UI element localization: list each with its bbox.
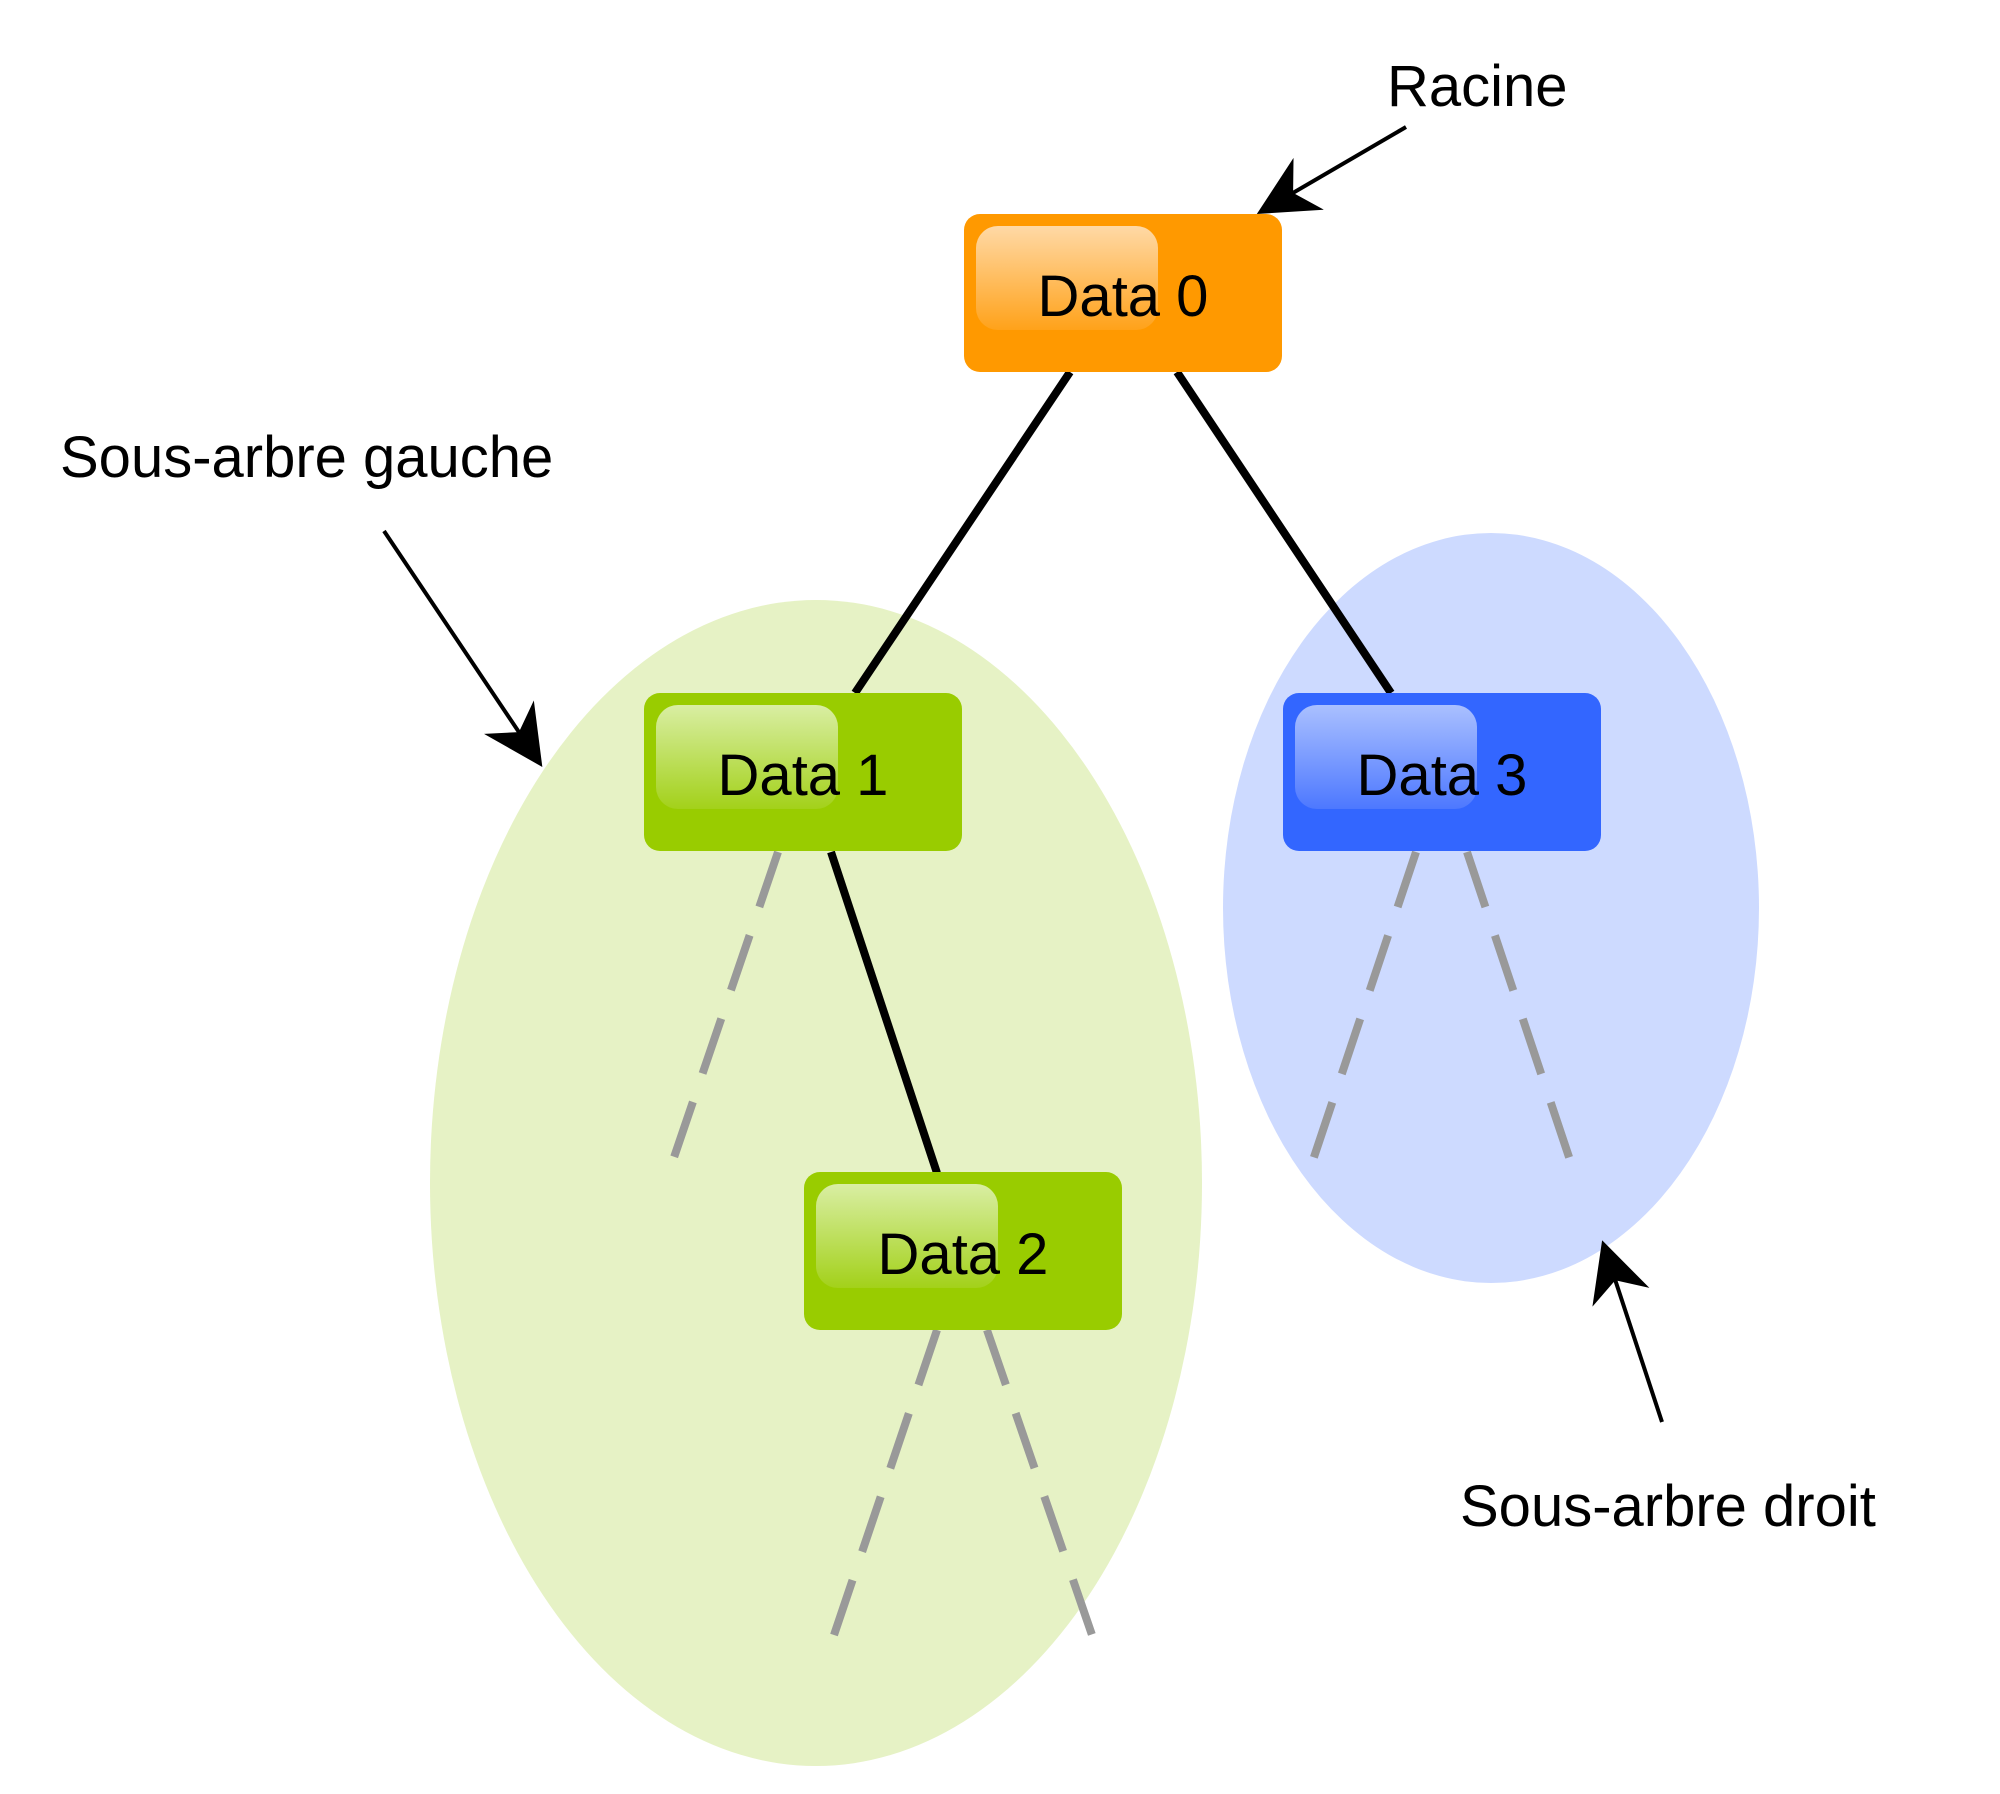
root-label: Racine — [1387, 54, 1568, 119]
annotation-arrows — [382, 125, 1664, 1423]
right-subtree-region — [1223, 533, 1759, 1283]
dashed-edge-3-left — [1304, 850, 1420, 1177]
node-gloss — [976, 226, 1158, 330]
node-label: Data 3 — [1357, 743, 1528, 808]
node-gloss — [1295, 705, 1477, 809]
edge-0-3 — [1173, 369, 1395, 696]
node-gloss — [816, 1184, 998, 1288]
node-data-2: Data 2 — [804, 1172, 1122, 1330]
edge-0-1 — [851, 369, 1074, 696]
node-data-1: Data 1 — [644, 693, 962, 851]
dashed-edges — [664, 850, 1579, 1637]
left-subtree-label: Sous-arbre gauche — [60, 425, 553, 490]
right-subtree-label: Sous-arbre droit — [1460, 1474, 1876, 1539]
root-arrow — [1256, 125, 1408, 215]
right-subtree-arrow — [1592, 1240, 1664, 1423]
dashed-edge-2-right — [983, 1328, 1096, 1637]
node-data-0: Data 0 — [964, 214, 1282, 372]
node-label: Data 1 — [718, 743, 889, 808]
edge-1-2 — [827, 850, 941, 1175]
node-label: Data 0 — [1038, 264, 1209, 329]
node-gloss — [656, 705, 838, 809]
node-label: Data 2 — [878, 1222, 1049, 1287]
node-data-3: Data 3 — [1283, 693, 1601, 851]
left-subtree-arrow — [382, 529, 543, 767]
dashed-edge-2-left — [830, 1328, 941, 1637]
dashed-edge-3-right — [1463, 850, 1579, 1177]
tree-edges — [827, 369, 1395, 1175]
dashed-edge-1-left — [664, 850, 782, 1177]
